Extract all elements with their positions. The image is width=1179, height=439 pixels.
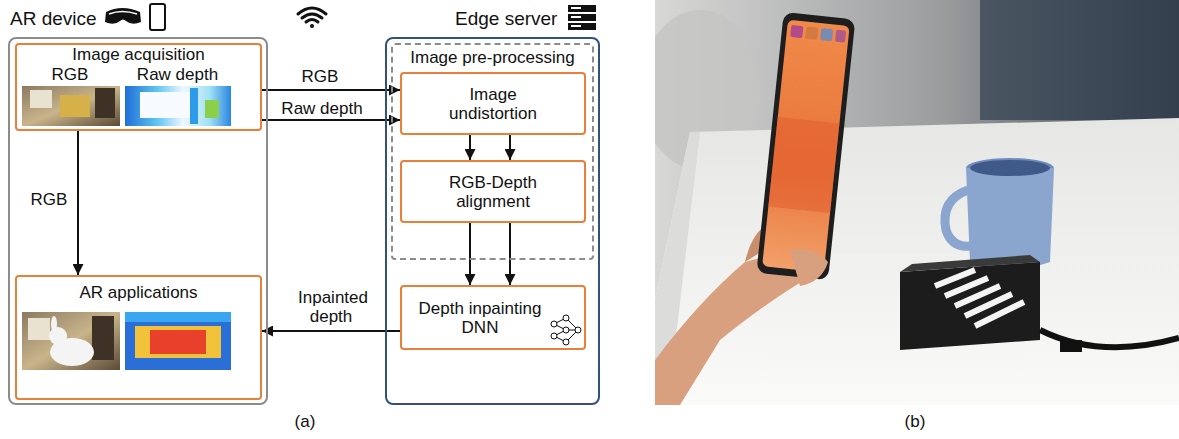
server-panel: Edge serverImage pre-processingImage und…	[385, 37, 600, 405]
edge-label-box: Raw depth	[272, 99, 372, 118]
flow-arrow	[77, 131, 79, 275]
flow-arrow	[262, 119, 400, 121]
node-title: Depth inpainting DNN	[410, 299, 550, 337]
process-box: Image acquisitionRGB Raw depth	[15, 43, 262, 131]
flow-arrow	[469, 223, 471, 285]
server-icon	[568, 5, 596, 30]
group-box: Image pre-processingImage undistortionRG…	[391, 43, 594, 260]
node-sublabel: Raw depth	[125, 65, 230, 84]
flow-arrow	[469, 135, 471, 160]
rgb-image	[22, 86, 120, 126]
flow-arrow	[509, 223, 511, 285]
edge-label: Raw depth	[279, 99, 364, 118]
node-sublabel: RGB	[22, 65, 118, 84]
node-title: AR device	[10, 8, 97, 30]
depth-image	[125, 86, 231, 126]
edge-label: RGB	[29, 190, 70, 209]
edge-label-box: RGB	[26, 190, 72, 209]
flow-arrow	[509, 135, 511, 160]
process-box: Image undistortion	[400, 72, 586, 135]
node-title: AR applications	[17, 283, 260, 302]
panel-label: (b)	[895, 412, 935, 431]
node-title: Image undistortion	[433, 85, 553, 123]
node-title: Edge server	[455, 8, 557, 30]
ar-depth-image	[125, 312, 231, 370]
flow-arrow	[262, 89, 400, 91]
edge-label-box: RGB	[288, 67, 352, 86]
ar-rgb-image	[22, 312, 120, 370]
node-title: Image acquisition	[17, 45, 260, 64]
panel-label: (a)	[285, 412, 325, 431]
process-box: AR applications	[15, 275, 262, 400]
node-title: Image pre-processing	[393, 48, 592, 67]
edge-label: RGB	[300, 67, 341, 86]
process-box: Depth inpainting DNN	[400, 285, 586, 350]
dnn-icon	[551, 315, 581, 345]
photo	[655, 0, 1179, 405]
flow-arrow	[262, 330, 400, 332]
node-title: RGB-Depth alignment	[438, 173, 548, 211]
edge-label-box: Inpainted depth	[284, 288, 380, 326]
headset-icon	[105, 8, 141, 24]
wifi-icon	[298, 8, 326, 28]
device-panel: AR deviceImage acquisitionRGBRaw depthAR…	[8, 37, 268, 405]
process-box: RGB-Depth alignment	[400, 160, 586, 223]
phone-icon	[150, 4, 165, 30]
edge-label: Inpainted depth	[296, 288, 368, 326]
